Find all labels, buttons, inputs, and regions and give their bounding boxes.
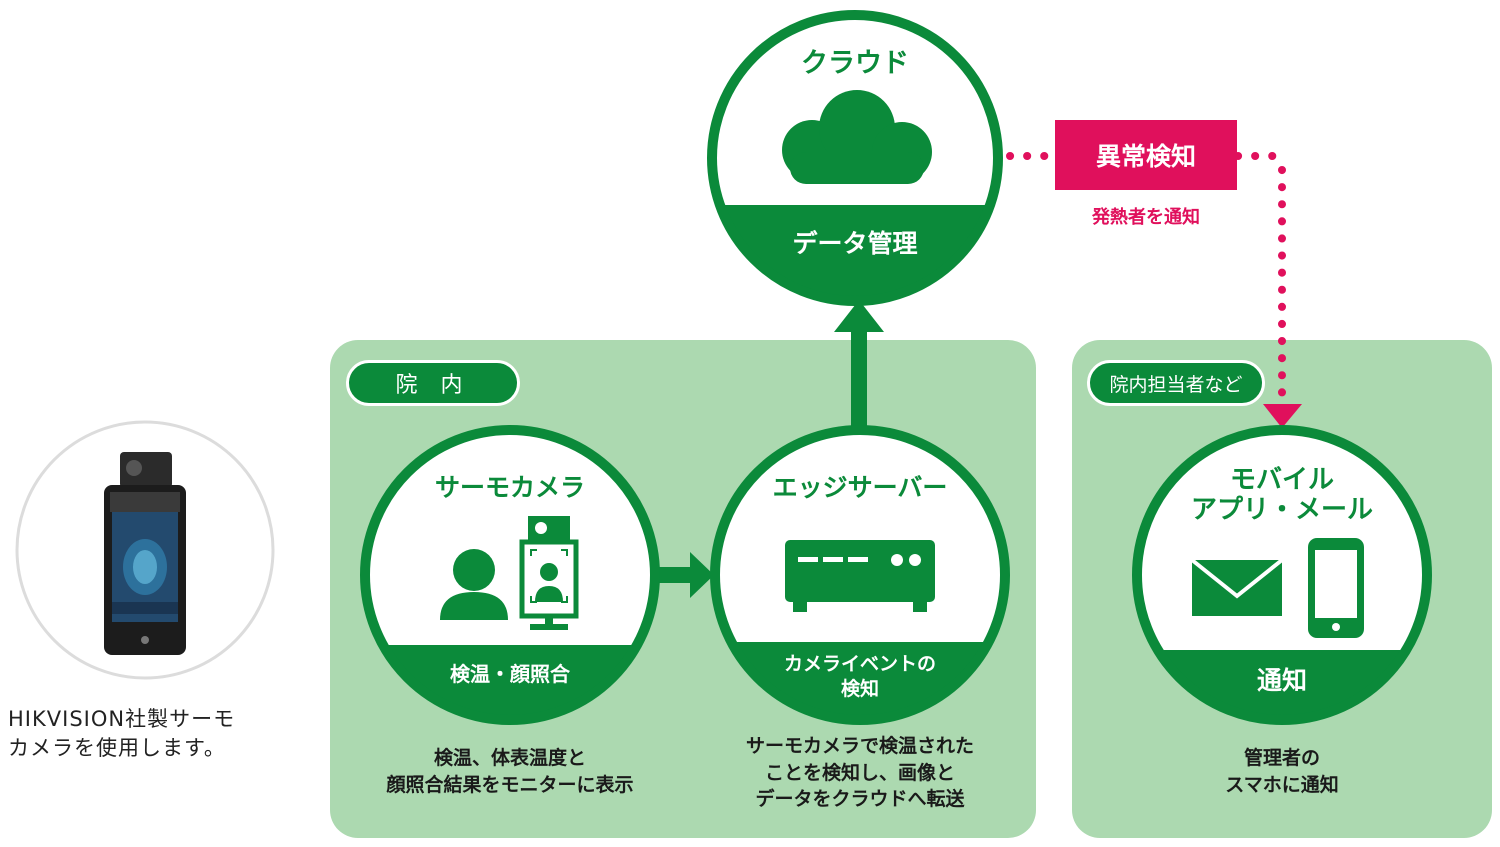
- face-scan-terminal-icon: [519, 516, 579, 630]
- thermo-camera-circle: [360, 425, 660, 725]
- edge-server-title: エッジサーバー: [772, 473, 948, 502]
- mobile-circle: [1132, 425, 1432, 725]
- thermo-camera-label: 検温・顔照合: [450, 662, 570, 686]
- alert-sub-label: 発熱者を通知: [1092, 207, 1200, 228]
- alert-dotted-path: [1006, 152, 1286, 400]
- cloud-label: データ管理: [792, 229, 918, 258]
- device-illustration: [15, 420, 275, 680]
- edge-server-description: サーモカメラで検温された ことを検知し、画像と データをクラウドへ転送: [745, 735, 974, 811]
- thermo-camera-description: 検温、体表温度と 顔照合結果をモニターに表示: [386, 747, 634, 796]
- alert-arrow-head: [1263, 404, 1302, 428]
- mobile-title: モバイル アプリ・メール: [1190, 465, 1373, 525]
- edge-server-circle: [710, 425, 1010, 725]
- cloud-circle: [707, 10, 1003, 306]
- staff-tag: 院内担当者など: [1087, 360, 1265, 406]
- person-icon: [440, 549, 508, 620]
- alert-label: 異常検知: [1095, 142, 1196, 171]
- mobile-description: 管理者の スマホに通知: [1225, 747, 1339, 796]
- mobile-label: 通知: [1256, 666, 1307, 695]
- server-icon: [785, 540, 935, 612]
- cloud-title: クラウド: [801, 48, 909, 79]
- cloud-icon: [782, 90, 932, 184]
- alert-box: [1055, 120, 1237, 190]
- up-arrow: [834, 300, 884, 433]
- in-hospital-tag: 院 内: [346, 360, 520, 406]
- thermo-camera-title: サーモカメラ: [434, 473, 585, 502]
- device-caption: HIKVISION社製サーモ カメラを使用します。: [8, 707, 236, 761]
- right-arrow: [655, 552, 714, 598]
- mail-icon: [1190, 558, 1284, 616]
- smartphone-icon: [1308, 538, 1364, 638]
- edge-server-label: カメライベントの 検知: [783, 653, 936, 700]
